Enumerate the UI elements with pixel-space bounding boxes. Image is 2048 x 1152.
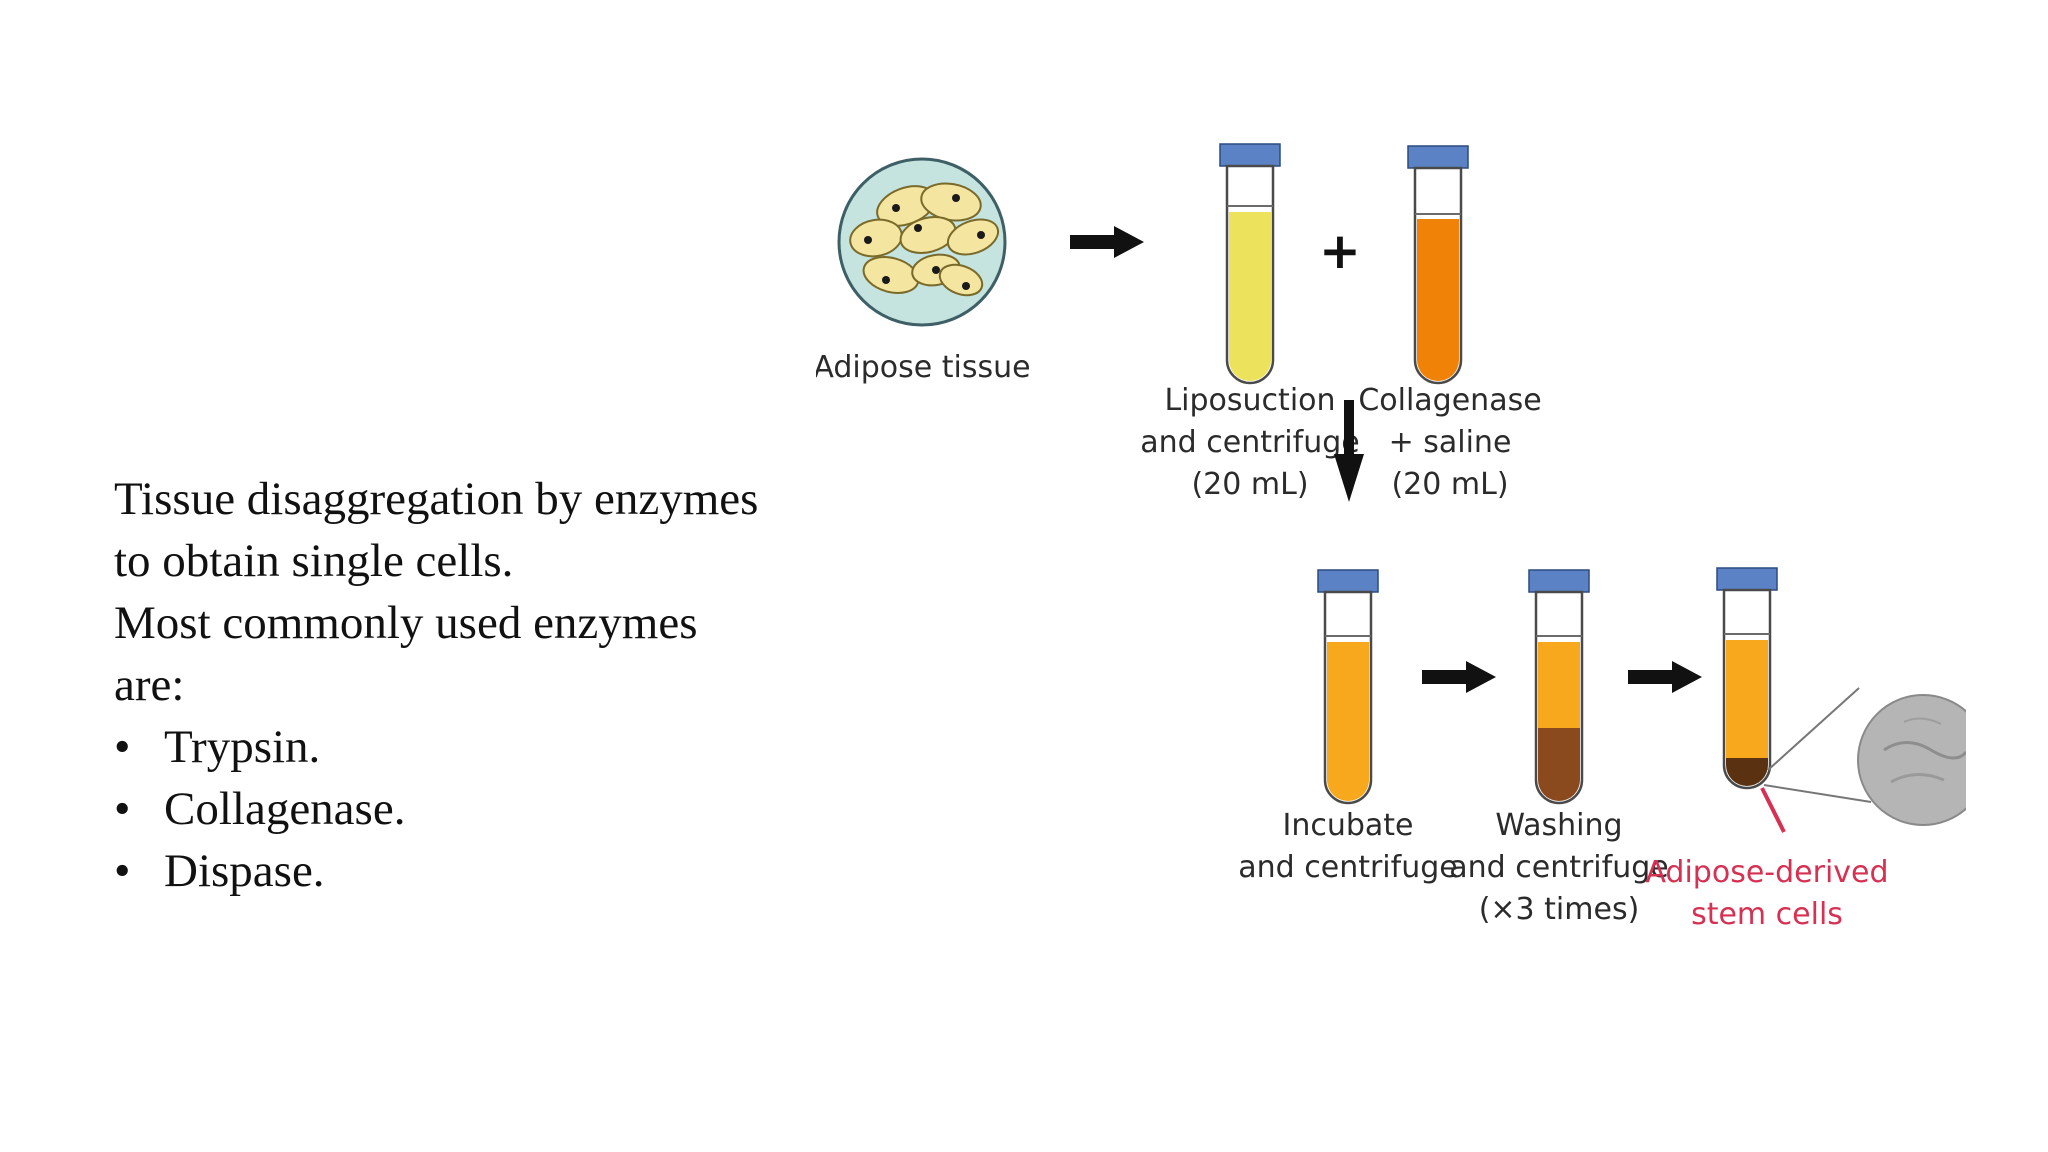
list-item: • Collagenase.	[114, 778, 834, 840]
enzyme-list: • Trypsin. • Collagenase. • Dispase.	[114, 716, 834, 902]
tube-liposuction	[1219, 143, 1281, 385]
text-line: Most commonly used enzymes	[114, 597, 698, 649]
tube-collagenase-label-2: + saline	[1389, 425, 1512, 460]
tube-incubate-label-1: Incubate	[1282, 808, 1413, 843]
slide-text: Tissue disaggregation by enzymes to obta…	[114, 468, 834, 902]
tube-cap	[1219, 143, 1281, 167]
arrow-right-icon	[1070, 226, 1144, 258]
tube-incubate-label-2: and centrifuge	[1238, 850, 1457, 885]
arrow-right-icon	[1628, 661, 1702, 693]
list-item-label: Trypsin.	[164, 721, 321, 773]
tube-pellet	[1726, 758, 1768, 786]
list-item: • Trypsin.	[114, 716, 834, 778]
tube-liposuction-label-3: (20 mL)	[1191, 467, 1308, 502]
list-item: • Dispase.	[114, 840, 834, 902]
bullet-icon: •	[114, 783, 131, 835]
tube-fluid	[1417, 219, 1459, 381]
microscope-circle	[1857, 694, 1966, 826]
tube-washing-label-3: (×3 times)	[1479, 892, 1640, 927]
arrow-down-icon	[1334, 400, 1364, 502]
tube-fluid	[1327, 642, 1369, 801]
tube-fluid	[1538, 642, 1580, 728]
tube-incubate	[1317, 569, 1379, 805]
adipose-tissue-illustration	[837, 157, 1007, 327]
fat-cells	[849, 182, 1000, 297]
bullet-icon: •	[114, 721, 131, 773]
text-line: Tissue disaggregation by enzymes	[114, 473, 759, 525]
tube-cap	[1528, 569, 1590, 593]
tube-cap	[1407, 145, 1469, 169]
cell-nuclei	[864, 194, 985, 290]
list-item-label: Collagenase.	[164, 783, 406, 835]
fat-cell	[899, 216, 957, 254]
tube-sediment	[1538, 728, 1580, 801]
tube-washing-label-1: Washing	[1495, 808, 1622, 843]
list-item-label: Dispase.	[164, 845, 325, 897]
tube-cap	[1317, 569, 1379, 593]
tube-collagenase-label-3: (20 mL)	[1391, 467, 1508, 502]
tube-cap	[1716, 567, 1778, 591]
tube-final	[1716, 567, 1778, 790]
tube-fluid	[1229, 212, 1271, 381]
plus-icon: +	[1319, 222, 1361, 280]
stem-cells-label-2: stem cells	[1691, 897, 1843, 932]
adipose-stem-cell-diagram: Adipose tissue Liposuction and centrifug…	[816, 143, 1966, 932]
fat-cell	[938, 263, 984, 297]
bullet-icon: •	[114, 845, 131, 897]
fat-cell	[946, 218, 1000, 256]
tube-washing	[1528, 569, 1590, 805]
tube-washing-label-2: and centrifuge	[1449, 850, 1668, 885]
tube-fluid	[1726, 640, 1768, 758]
arrow-right-icon	[1422, 661, 1496, 693]
tube-collagenase-label-1: Collagenase	[1358, 383, 1541, 418]
magnified-cells-view	[1763, 687, 1966, 826]
text-line: to obtain single cells.	[114, 535, 514, 587]
tube-liposuction-label-2: and centrifuge	[1140, 425, 1359, 460]
text-line: are:	[114, 659, 185, 711]
tube-collagenase	[1407, 145, 1469, 385]
stem-cells-label-1: Adipose-derived	[1645, 855, 1888, 890]
tube-liposuction-label-1: Liposuction	[1164, 383, 1335, 418]
adipose-tissue-label: Adipose tissue	[816, 350, 1031, 385]
pointer-line	[1760, 787, 1786, 833]
